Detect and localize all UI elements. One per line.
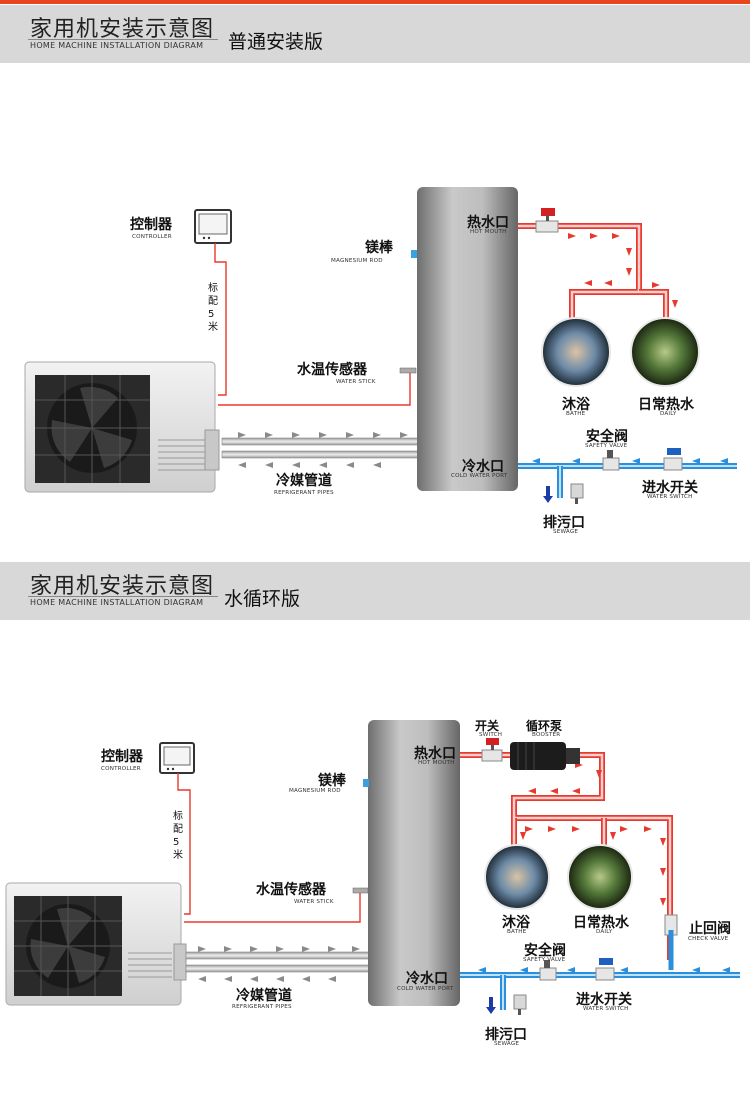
bathe-label-en: BATHE (566, 411, 586, 417)
controller-label-en: CONTROLLER (132, 234, 172, 240)
refrigerant-pipes-2 (185, 946, 371, 982)
hot-port-label-en: HOT MOUTH (418, 760, 455, 766)
title-underline (28, 596, 218, 597)
controller-label: 控制器 (130, 217, 172, 233)
booster-label-en: BOOSTER (532, 732, 561, 738)
section2-subtitle: HOME MACHINE INSTALLATION DIAGRAM (30, 598, 204, 607)
sensor-wire (184, 890, 361, 923)
valve-icon (481, 738, 503, 762)
safety-valve-label-en: SAFETY VALVE (585, 443, 628, 449)
magnesium-label: 镁棒 (365, 240, 393, 256)
sensor-label-en: WATER STICK (336, 379, 376, 385)
water-switch-label-en: WATER SWITCH (583, 1006, 629, 1012)
refrigerant-label: 冷媒管道 (236, 988, 292, 1004)
bathe-label: 沐浴 (502, 915, 530, 931)
section2-edition: 水循环版 (224, 588, 301, 610)
cold-water-pipes-2 (460, 958, 740, 1015)
safety-valve-label-en: SAFETY VALVE (523, 957, 566, 963)
section1-title: 家用机安装示意图 (30, 17, 215, 42)
outdoor-unit-2 (5, 882, 187, 1006)
washing-hands-icon (630, 317, 700, 387)
cold-port-label-en: COLD WATER PORT (397, 986, 454, 992)
switch-label: 开关 (475, 719, 500, 733)
water-tank-icon (417, 187, 518, 491)
shower-person-icon (541, 317, 611, 387)
controller-icon (159, 742, 195, 774)
controller-label: 控制器 (101, 749, 143, 765)
sensor-label-en: WATER STICK (294, 899, 334, 905)
water-switch-label-en: WATER SWITCH (647, 494, 693, 500)
section2-title: 家用机安装示意图 (30, 574, 215, 599)
pump-icon (510, 742, 580, 770)
hot-port-label-en: HOT MOUTH (470, 229, 507, 235)
cable-length-label: 标配5米 (208, 283, 218, 333)
cold-port-label-en: COLD WATER PORT (451, 473, 508, 479)
washing-hands-icon (567, 844, 633, 910)
water-switch-label: 进水开关 (642, 480, 698, 496)
hot-water-pipes-2 (460, 752, 673, 960)
sensor-probe (352, 887, 369, 894)
section1-edition: 普通安装版 (228, 31, 324, 53)
sewage-label-en: SEWAGE (553, 529, 579, 535)
sewage-label-en: SEWAGE (494, 1041, 520, 1047)
section1-subtitle: HOME MACHINE INSTALLATION DIAGRAM (30, 41, 204, 50)
top-accent-strip (0, 0, 750, 4)
cold-water-pipes-1 (518, 448, 737, 504)
cable-length-label: 标配5米 (173, 811, 183, 861)
sensor-wire (218, 370, 411, 406)
sewage-label: 排污口 (543, 515, 585, 531)
sewage-label: 排污口 (485, 1027, 527, 1043)
magnesium-label: 镁棒 (318, 773, 346, 789)
outdoor-unit-1 (24, 361, 220, 493)
water-tank-icon (368, 720, 460, 1006)
controller-icon (194, 209, 232, 244)
water-switch-label: 进水开关 (576, 992, 632, 1008)
fan-unit-icon (51, 386, 132, 468)
sensor-probe (399, 367, 417, 374)
refrigerant-label: 冷媒管道 (276, 473, 332, 489)
hot-port-label: 热水口 (467, 215, 509, 231)
sensor-label: 水温传感器 (297, 362, 367, 378)
safety-valve-label: 安全阀 (586, 429, 628, 445)
safety-valve-label: 安全阀 (524, 943, 566, 959)
daily-label-en: DAILY (596, 929, 613, 935)
daily-label: 日常热水 (638, 397, 694, 413)
bathe-label-en: BATHE (507, 929, 527, 935)
check-valve (664, 914, 678, 970)
section2-header: 家用机安装示意图 HOME MACHINE INSTALLATION DIAGR… (0, 562, 750, 620)
cold-port-label: 冷水口 (406, 971, 448, 987)
daily-label: 日常热水 (573, 915, 629, 931)
hot-water-pipes-1 (518, 223, 669, 320)
valve-icon (535, 208, 559, 233)
magnesium-label-en: MAGNESIUM ROD (331, 258, 383, 264)
title-underline (28, 39, 218, 40)
controller-label-en: CONTROLLER (101, 766, 141, 772)
hot-port-label: 热水口 (414, 746, 456, 762)
bathe-label: 沐浴 (562, 397, 590, 413)
check-valve-label-en: CHECK VALVE (688, 936, 729, 942)
refrigerant-label-en: REFRIGERANT PIPES (274, 490, 334, 496)
shower-person-icon (484, 844, 550, 910)
daily-label-en: DAILY (660, 411, 677, 417)
sensor-label: 水温传感器 (256, 882, 326, 898)
check-valve-label: 止回阀 (689, 921, 731, 937)
magnesium-label-en: MAGNESIUM ROD (289, 788, 341, 794)
magnesium-rod-marker (411, 250, 417, 258)
cold-port-label: 冷水口 (462, 459, 504, 475)
switch-label-en: SWITCH (479, 732, 503, 738)
controller-cable (177, 773, 191, 915)
magnesium-rod-marker (363, 779, 369, 787)
booster-label: 循环泵 (526, 719, 563, 733)
refrigerant-label-en: REFRIGERANT PIPES (232, 1004, 292, 1010)
refrigerant-pipes-1 (221, 432, 421, 468)
controller-cable (214, 243, 227, 396)
section1-header: 家用机安装示意图 HOME MACHINE INSTALLATION DIAGR… (0, 5, 750, 63)
